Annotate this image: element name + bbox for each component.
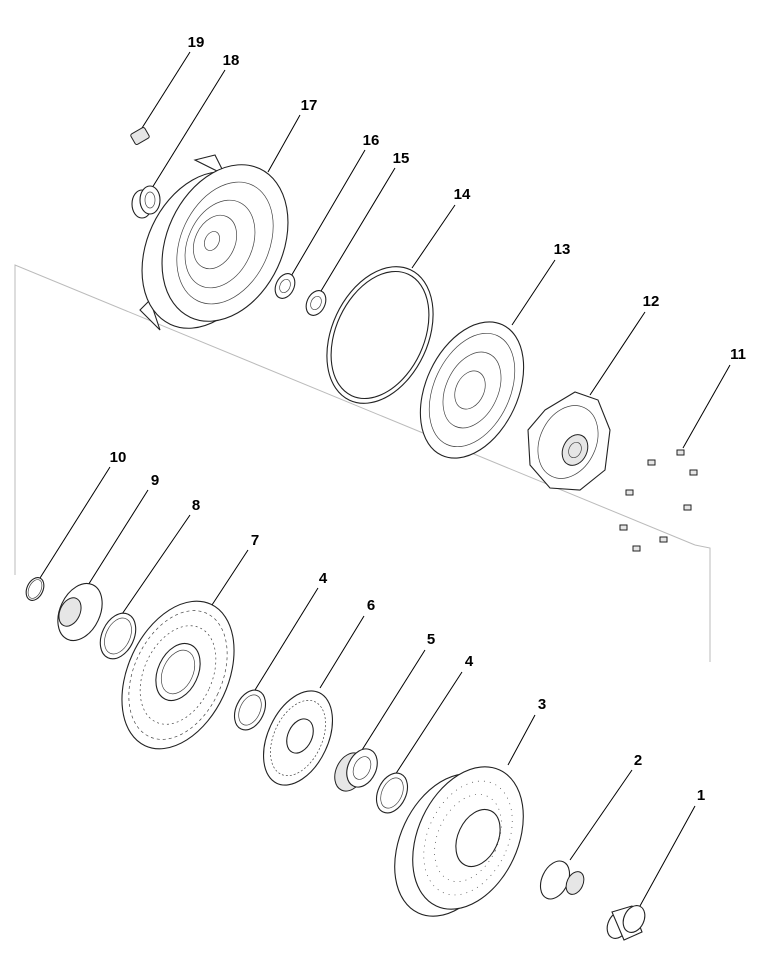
part-15-washer [305,290,327,316]
callout-15: 15 [393,150,410,167]
part-19-plug [130,127,150,145]
callout-11: 11 [730,346,746,363]
part-11-bolts [619,449,698,552]
part-3-impeller [394,766,524,917]
callout-10: 10 [110,449,127,466]
callout-16: 16 [363,132,380,149]
callout-18: 18 [223,52,240,69]
part-2-hub [539,860,585,900]
part-6-stator [263,690,333,786]
callout-4a: 4 [319,570,328,587]
callout-19: 19 [188,34,205,51]
part-4-thrust-washer [233,689,267,731]
part-8-washer [99,612,137,660]
callout-17: 17 [301,97,318,114]
callout-12: 12 [643,293,660,310]
callout-3: 3 [538,696,546,713]
part-4-thrust-washer-b [375,772,409,814]
callout-2: 2 [634,752,642,769]
part-17-cover [139,154,289,331]
callout-8: 8 [192,497,200,514]
part-12-damper [527,391,611,491]
callout-5: 5 [427,631,435,648]
callout-1: 1 [697,787,705,804]
part-10-snap-ring [25,577,45,601]
callout-labels: 19 18 17 16 15 14 13 12 11 10 9 8 7 4 6 … [110,34,746,804]
callout-6: 6 [367,597,375,614]
part-16-washer [274,273,296,299]
callout-14: 14 [454,186,471,203]
callout-4b: 4 [465,653,474,670]
callout-13: 13 [554,241,571,258]
part-13-clutch-plate [419,321,525,459]
callout-9: 9 [151,472,159,489]
leader-lines [39,51,731,916]
part-14-seal-ring [326,266,434,404]
part-7-turbine [121,600,235,750]
part-9-hub [57,582,103,642]
part-1-bushing [606,905,646,941]
part-18-bushing [131,185,161,219]
callout-7: 7 [251,532,259,549]
part-5-one-way-clutch [334,748,378,792]
